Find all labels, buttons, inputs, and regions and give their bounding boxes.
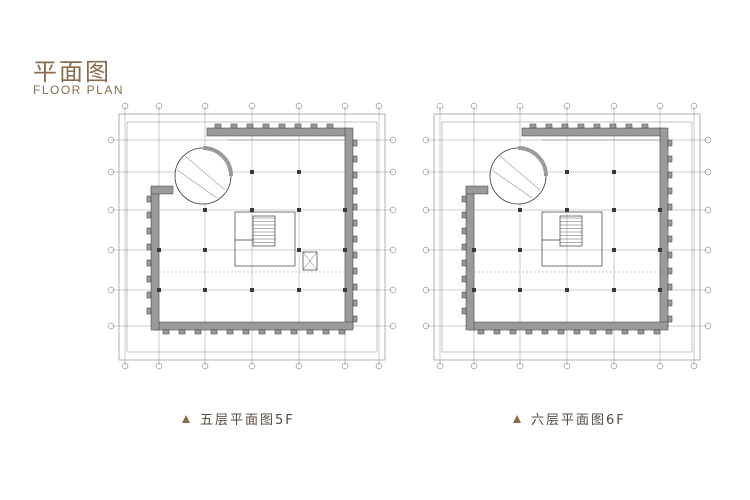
caption-5f-label: 五层平面图5F [200,413,295,428]
caption-6f-label: 六层平面图6F [531,413,626,428]
triangle-up-icon [513,414,521,423]
caption-6f: 六层平面图6F [513,409,626,428]
floor-plan-drawing [107,102,397,370]
page-subtitle: FLOOR PLAN [33,83,125,97]
page-title: 平面图 [33,58,111,86]
caption-5f: 五层平面图5F [182,409,295,428]
floor-plan-6f [422,100,712,372]
floor-plan-5f [107,100,397,372]
triangle-up-icon [182,414,190,423]
floor-plan-drawing [422,102,712,370]
